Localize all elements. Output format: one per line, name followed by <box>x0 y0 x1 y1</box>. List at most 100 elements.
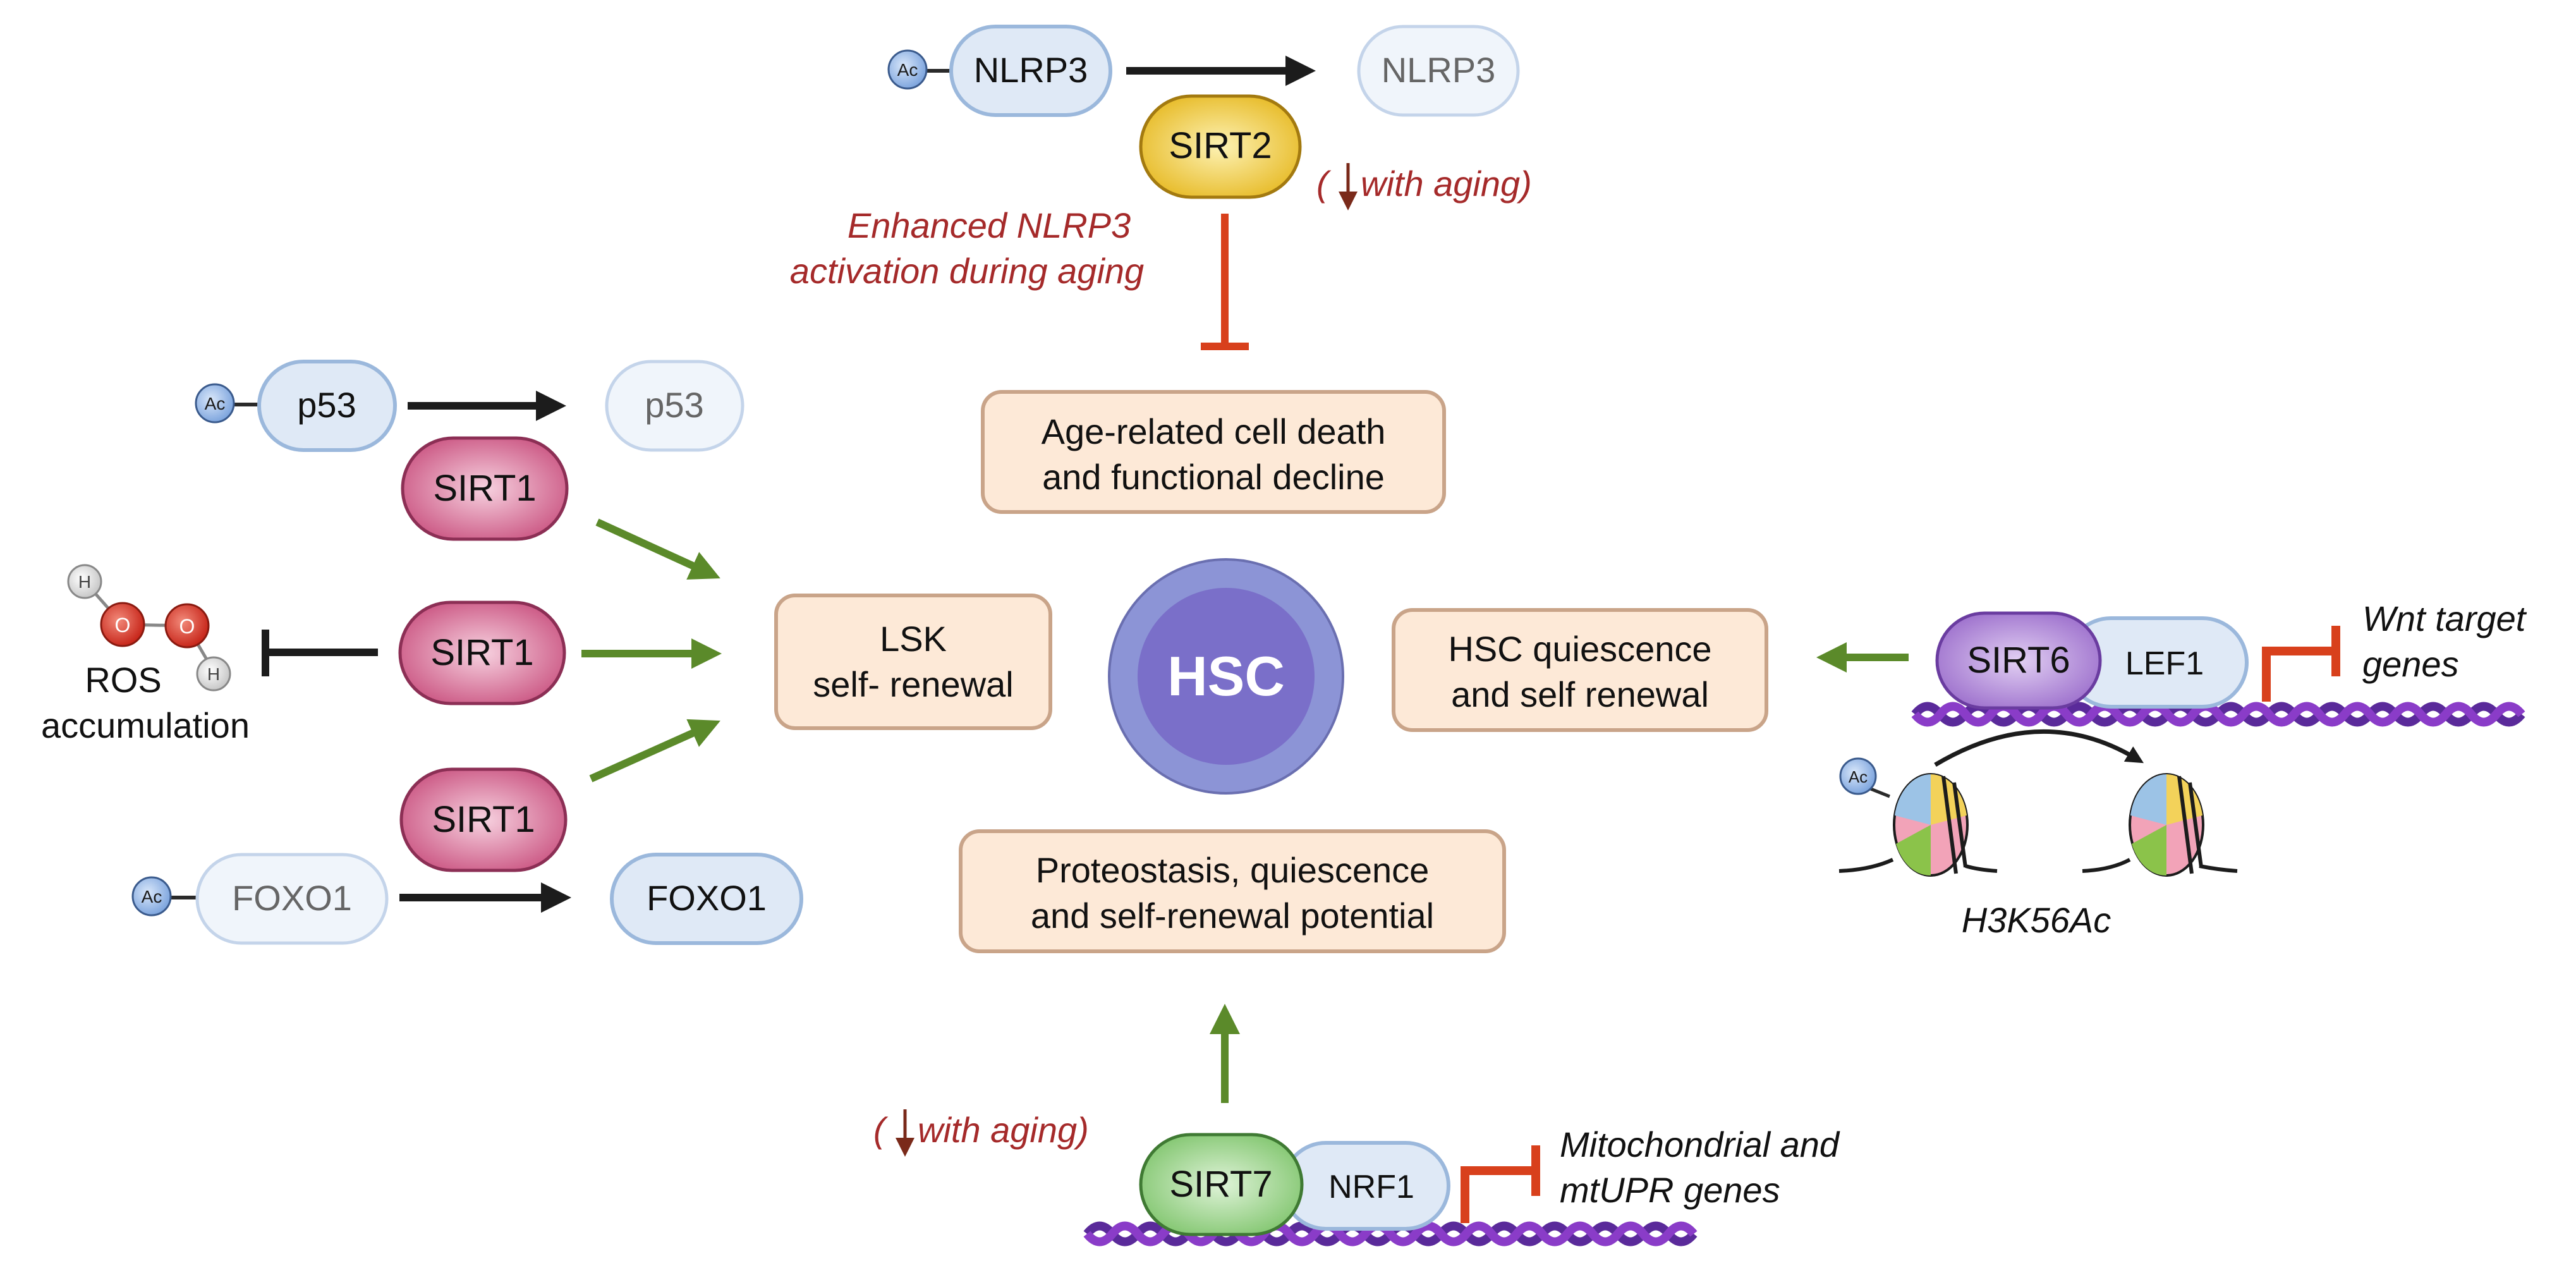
nlrp3-section: Ac NLRP3 NLRP3 SIRT2 ( with aging) Enhan… <box>790 25 1532 350</box>
nlrp3-acetylated-label: NLRP3 <box>974 50 1088 90</box>
sirt1-p53-to-lsk-arrow <box>595 518 720 580</box>
dna-strand-b-sirt6 <box>1911 702 2525 727</box>
p53-acetylated-label: p53 <box>297 385 356 425</box>
foxo1-acetylated-pill <box>195 853 389 945</box>
nlrp3-deacetylated-pill <box>1357 25 1520 117</box>
sirt7-enzyme <box>1139 1133 1304 1236</box>
ros-accumulation-label: accumulation <box>41 705 250 745</box>
enhanced-nlrp3-note: Enhanced NLRP3 activation during aging <box>790 205 1144 291</box>
h-atom-2-label: H <box>207 664 220 684</box>
p53-deacetylated-label: p53 <box>645 385 703 425</box>
nucleosome-2-segment-green <box>2132 825 2166 876</box>
sirt2-enzyme <box>1139 94 1302 199</box>
nucleosome-1-ac-bond <box>1870 787 1890 798</box>
acetyl-group-nlrp3 <box>887 49 928 90</box>
hsc-cell: HSC <box>1108 558 1344 795</box>
nlrp3-acetylated-pill <box>949 25 1112 117</box>
p53-section: Ac p53 p53 SIRT1 <box>195 360 744 580</box>
nucleosome-1-band-1 <box>1941 776 1958 874</box>
h-atom-1-label: H <box>78 572 91 592</box>
ros-label: ROS <box>85 660 161 700</box>
foxo1-deacetylated-label: FOXO1 <box>647 878 767 918</box>
sirt1-label-ros: SIRT1 <box>430 632 533 673</box>
enhanced-line-1: Enhanced NLRP3 <box>848 205 1131 245</box>
sirt7-aging-text: with aging) <box>918 1110 1089 1150</box>
sirt1-foxo1-to-lsk-arrow <box>589 719 720 783</box>
hsc-quiescence-box: HSC quiescence and self renewal <box>1392 608 1768 732</box>
nucleosome-2-segment-blue <box>2130 774 2166 825</box>
sirt1-enzyme-foxo1 <box>399 767 568 872</box>
lsk-line-2: self- renewal <box>813 664 1013 704</box>
sirt7-label: SIRT7 <box>1169 1164 1272 1205</box>
acetyl-group-foxo1 <box>131 876 172 917</box>
sirt1-enzyme-ros <box>398 600 566 705</box>
hsc-label: HSC <box>1167 645 1285 707</box>
sirt2-label: SIRT2 <box>1169 125 1272 166</box>
sirt2-aging-text: with aging) <box>1361 164 1532 204</box>
sirt1-label-p53: SIRT1 <box>433 468 536 509</box>
wnt-line-1: Wnt target <box>2362 599 2527 638</box>
wnt-line-2: genes <box>2362 644 2459 684</box>
nucleosome-1-segment-blue <box>1895 774 1931 825</box>
acetyl-group-h3k56 <box>1839 757 1877 795</box>
sirt7-section: ( with aging) NRF1 SIRT7 Mitochondrial a… <box>873 1004 1840 1246</box>
nucleosome-deacetylated <box>2082 773 2238 877</box>
o-atom-1 <box>100 602 145 647</box>
nucleosome-acetylated: Ac <box>1838 757 1998 877</box>
acetyl-label-h3k56: Ac <box>1849 767 1868 786</box>
age-related-box-bg <box>981 390 1446 514</box>
acetyl-label-nlrp3: Ac <box>897 60 918 80</box>
h3k56-deacetylation-arrow <box>1934 729 2144 767</box>
h-atom-2 <box>196 656 231 692</box>
o-atom-1-label: O <box>115 614 131 637</box>
hsc-quiescence-line-1: HSC quiescence <box>1448 629 1711 669</box>
sirt2-aging-paren: ( <box>1316 164 1332 204</box>
sirt6-label: SIRT6 <box>1967 640 2070 681</box>
hsc-nucleus <box>1138 588 1315 765</box>
wnt-repression-symbol <box>2262 647 2336 702</box>
acetyl-group-p53 <box>195 383 235 424</box>
mito-line-2: mtUPR genes <box>1560 1170 1780 1210</box>
nucleosome-1-band-2 <box>1952 782 1967 868</box>
p53-deacetylated-pill <box>605 360 744 452</box>
proteostasis-box: Proteostasis, quiescence and self-renewa… <box>959 829 1506 953</box>
nucleosome-1-dna-tail <box>1838 858 1998 873</box>
nucleosome-1-segment-green <box>1896 825 1931 876</box>
lsk-line-1: LSK <box>880 619 947 659</box>
sirt7-aging-paren: ( <box>873 1110 889 1150</box>
ros-section: H O O H ROS accumulation SIRT1 <box>41 564 722 745</box>
sirt6-section: LEF1 SIRT6 Wnt target genes Ac <box>1816 599 2527 940</box>
foxo1-deacetylated-pill <box>610 853 803 945</box>
nlrp3-deacetylated-label: NLRP3 <box>1382 50 1496 90</box>
h-atom-1 <box>67 564 102 599</box>
lsk-box-bg <box>774 594 1052 730</box>
age-related-box: Age-related cell death and functional de… <box>981 390 1446 514</box>
dna-helix-sirt6 <box>1911 702 2525 727</box>
mito-line-1: Mitochondrial and <box>1560 1125 1840 1164</box>
foxo1-acetylated-label: FOXO1 <box>232 878 352 918</box>
nucleosome-2-band-1 <box>2177 776 2194 874</box>
mito-repression-symbol <box>1461 1166 1536 1223</box>
sirt1-enzyme-p53 <box>401 436 569 541</box>
foxo1-section: SIRT1 Ac FOXO1 FOXO1 <box>131 719 803 945</box>
nrf1-label: NRF1 <box>1328 1169 1414 1205</box>
p53-acetylated-pill <box>257 360 397 452</box>
enhanced-line-2: activation during aging <box>790 251 1144 291</box>
acetyl-label-p53: Ac <box>205 394 226 413</box>
sirt7-aging-note: ( with aging) <box>873 1109 1089 1157</box>
sirt6-enzyme <box>1935 611 2102 710</box>
hsc-quiescence-box-bg <box>1392 608 1768 732</box>
lef1-label: LEF1 <box>2125 645 2204 682</box>
h3k56ac-label: H3K56Ac <box>1962 900 2111 940</box>
age-related-line-1: Age-related cell death <box>1042 411 1386 451</box>
proteostasis-line-2: and self-renewal potential <box>1031 896 1434 936</box>
proteostasis-line-1: Proteostasis, quiescence <box>1036 850 1430 890</box>
age-related-line-2: and functional decline <box>1042 457 1385 497</box>
hsc-quiescence-line-2: and self renewal <box>1451 674 1709 714</box>
hydrogen-peroxide-icon: H O O H <box>67 564 231 692</box>
nucleosome-2-band-2 <box>2188 782 2203 868</box>
o-atom-2-label: O <box>179 615 195 638</box>
sirt2-aging-note: ( with aging) <box>1316 163 1532 210</box>
sirt1-label-foxo1: SIRT1 <box>432 799 535 840</box>
acetyl-label-foxo1: Ac <box>142 887 162 906</box>
